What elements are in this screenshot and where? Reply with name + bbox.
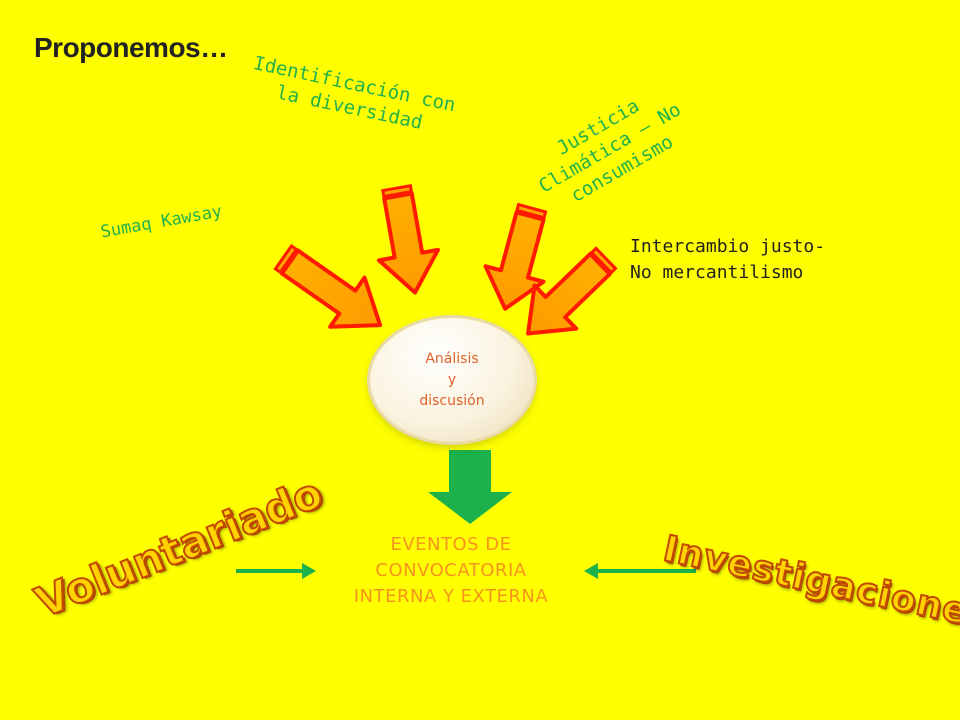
center-node-line2: y xyxy=(447,371,457,388)
label-intercambio-line1: Intercambio justo- xyxy=(630,236,826,257)
events-line2: CONVOCATORIA xyxy=(375,560,527,581)
events-text: EVENTOS DE CONVOCATORIA INTERNA Y EXTERN… xyxy=(316,532,586,610)
center-node-analisis: Análisis y discusión xyxy=(370,318,534,442)
label-intercambio-justo: Intercambio justo- No mercantilismo xyxy=(630,234,825,286)
arrow-intercambio xyxy=(526,246,618,336)
events-line1: EVENTOS DE xyxy=(390,534,512,555)
down-arrow xyxy=(428,450,512,524)
arrow-justicia xyxy=(483,202,548,311)
center-node-line1: Análisis xyxy=(425,350,479,367)
arrow-identificacion xyxy=(376,183,440,295)
events-line3: INTERNA Y EXTERNA xyxy=(353,586,549,607)
label-intercambio-line2: No mercantilismo xyxy=(630,262,804,283)
center-node-line3: discusión xyxy=(419,392,485,409)
page-title: Proponemos… xyxy=(34,32,228,63)
arrow-sumaq xyxy=(273,243,383,329)
arrow-investigaciones xyxy=(584,563,696,579)
arrow-voluntariado xyxy=(236,563,316,579)
